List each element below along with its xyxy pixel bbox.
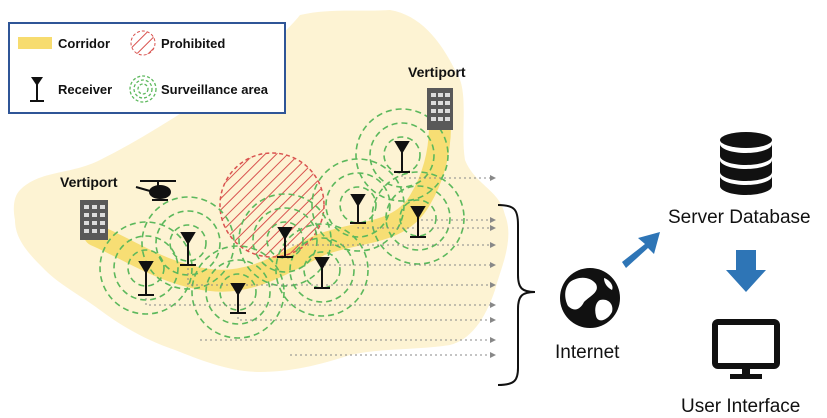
monitor-icon: [712, 319, 780, 379]
legend-corridor-label: Corridor: [58, 36, 110, 51]
building-icon: [80, 200, 108, 240]
database-icon: [720, 132, 772, 195]
receiver-icon: [314, 257, 330, 289]
legend-surveillance-label: Surveillance area: [161, 82, 268, 97]
legend-receiver-label: Receiver: [58, 82, 113, 97]
receiver-icon: [138, 261, 154, 296]
receiver-icon: [394, 141, 410, 173]
receiver-icon: [277, 227, 293, 258]
vertiport-right-label: Vertiport: [408, 64, 466, 80]
user-interface-label: User Interface: [681, 396, 801, 417]
receiver-icon: [350, 194, 366, 224]
corridor-swatch: [18, 37, 52, 49]
receiver-icon: [30, 77, 44, 102]
vertiport-left-label: Vertiport: [60, 174, 118, 190]
receiver-icon: [410, 206, 426, 238]
brace: [497, 204, 536, 386]
surveillance-swatch: [129, 75, 157, 103]
receiver-icon: [230, 283, 246, 314]
prohibited-swatch: [130, 30, 156, 56]
surveillance-areas: [99, 108, 465, 339]
arrow-icon: [726, 250, 766, 292]
corridor-path: [84, 114, 451, 292]
receiver-icon: [180, 232, 196, 266]
legend: Corridor Prohibited Receiver Surveillanc…: [8, 22, 286, 114]
internet-label: Internet: [555, 342, 620, 363]
globe-icon: [560, 268, 620, 328]
server-database-label: Server Database: [668, 207, 811, 228]
arrow-icon: [622, 232, 660, 268]
helicopter-icon: [135, 180, 176, 201]
prohibited-zone: [219, 152, 325, 258]
building-icon: [427, 88, 453, 130]
legend-prohibited-label: Prohibited: [161, 36, 226, 51]
receivers: [138, 141, 426, 314]
